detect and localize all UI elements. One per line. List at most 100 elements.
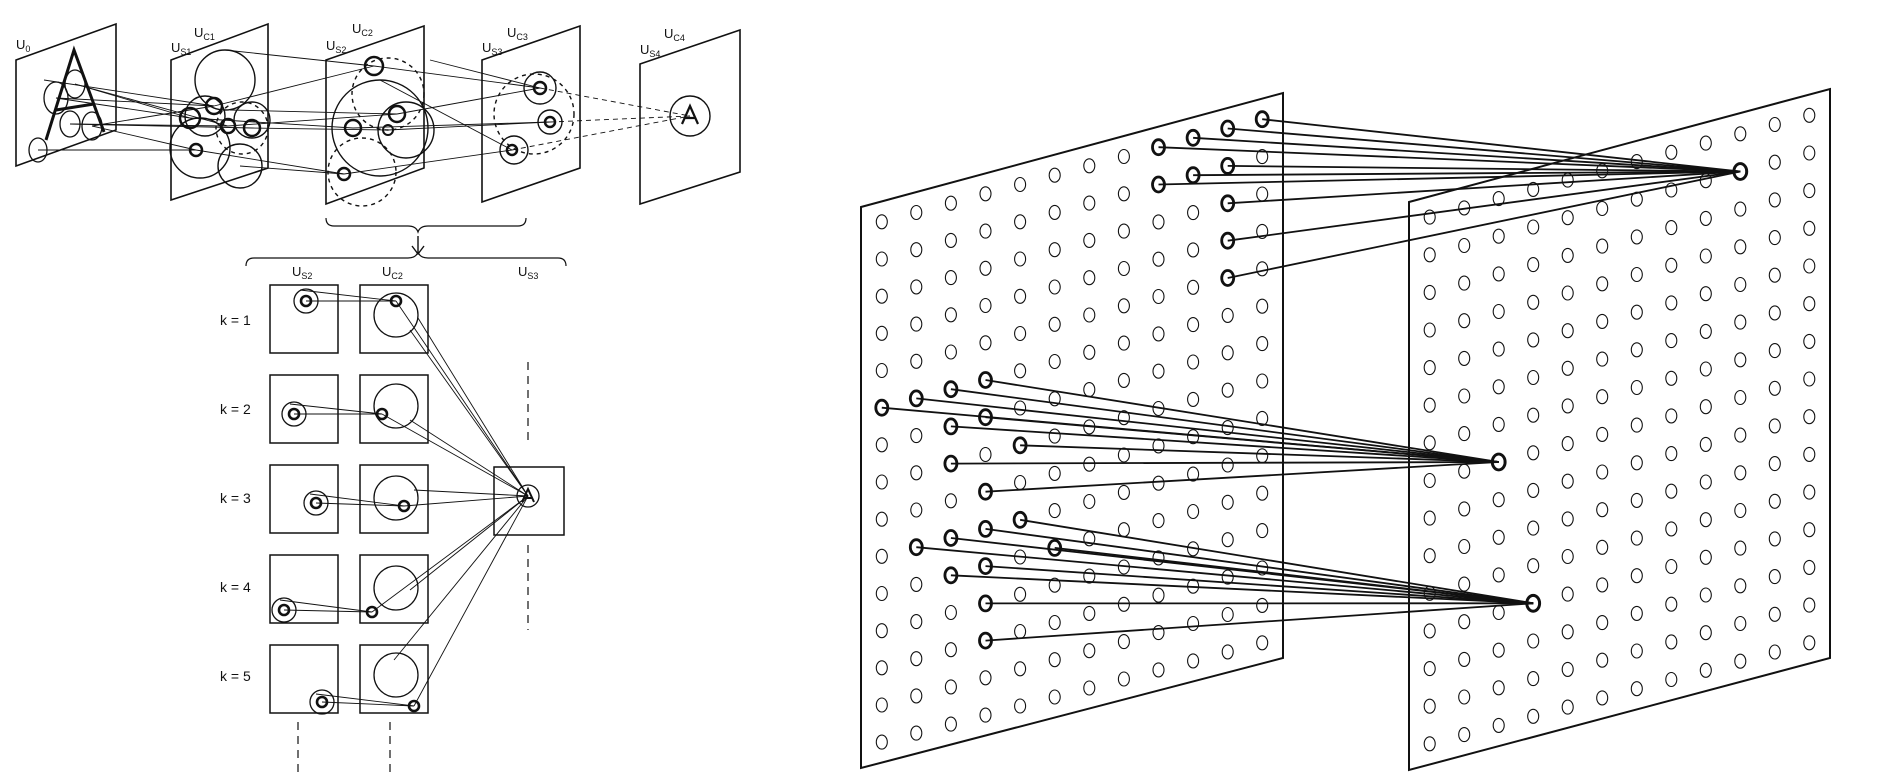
- left-plane-grid-cell: [944, 493, 957, 509]
- right-plane-grid-cell: [1768, 606, 1781, 622]
- label-detail-uc2: UC2: [382, 264, 403, 281]
- connection-line-group-1: [1262, 118, 1741, 173]
- right-plane-grid-cell: [1699, 587, 1712, 603]
- right-plane-grid-cell: [1561, 699, 1574, 715]
- right-plane-grid-cell: [1803, 333, 1816, 349]
- right-plane-grid-cell: [1561, 436, 1574, 452]
- right-plane-grid-cell: [1734, 540, 1747, 556]
- left-plane-grid-cell: [1083, 344, 1096, 360]
- left-plane-grid-cell: [1048, 689, 1061, 705]
- right-plane-grid-cell: [1768, 531, 1781, 547]
- left-plane-grid-cell: [910, 465, 923, 481]
- left-plane-grid-cell: [875, 474, 888, 490]
- right-plane-grid-cell: [1561, 210, 1574, 226]
- left-plane-grid-cell: [979, 260, 992, 276]
- left-plane-grid-cell: [944, 716, 957, 732]
- right-plane-grid-cell: [1768, 644, 1781, 660]
- left-plane-grid-cell: [1117, 447, 1130, 463]
- right-plane-grid-cell: [1803, 296, 1816, 312]
- connection-line-group-2: [916, 397, 1499, 463]
- connection-line-group-1: [1227, 170, 1741, 242]
- connection-line-group-1: [1227, 170, 1741, 279]
- left-plane-grid-cell: [1014, 474, 1027, 491]
- right-plane-grid-cell: [1596, 652, 1609, 668]
- right-plane-grid-cell: [1699, 135, 1712, 151]
- left-plane-grid-cell: [875, 585, 888, 602]
- label-uc2: UC2: [352, 21, 373, 38]
- left-plane-grid-cell: [875, 734, 888, 750]
- left-plane-grid-cell: [1256, 635, 1269, 651]
- left-plane-grid-cell: [1083, 232, 1096, 248]
- right-plane-grid-cell: [1734, 427, 1747, 443]
- left-plane-grid-cell: [910, 725, 923, 741]
- right-plane-grid-cell: [1665, 634, 1678, 650]
- left-plane-grid-cell: [1117, 522, 1130, 538]
- right-plane-grid-cell: [1630, 643, 1643, 659]
- right-plane-grid-cell: [1423, 736, 1436, 752]
- right-plane-grid-cell: [1492, 717, 1505, 733]
- right-plane-grid-cell: [1803, 183, 1816, 199]
- left-plane-grid-cell: [1256, 149, 1269, 165]
- right-plane-grid-cell: [1734, 314, 1747, 330]
- left-plane-grid-cell: [1048, 242, 1061, 258]
- right-plane-grid-cell: [1492, 303, 1505, 320]
- left-plane-grid-cell: [1048, 167, 1061, 183]
- left-plane-grid-cell: [944, 307, 957, 323]
- left-plane-grid-cell: [1083, 493, 1096, 510]
- left-plane-grid-cell: [1048, 353, 1061, 370]
- right-plane-grid-cell: [1423, 397, 1436, 413]
- left-plane-grid-cell: [910, 614, 923, 630]
- left-plane-grid-cell: [1152, 475, 1165, 491]
- left-plane-grid-cell: [1048, 652, 1061, 668]
- connection-line-group-3: [985, 602, 1534, 642]
- right-plane-grid-cell: [1699, 662, 1712, 678]
- right-plane-grid-cell: [1768, 380, 1781, 396]
- left-plane-grid-cell: [1014, 698, 1027, 714]
- right-plane-grid-cell: [1768, 493, 1781, 509]
- right-plane-grid-cell: [1527, 482, 1540, 498]
- layer-u0-panel: [15, 22, 117, 168]
- right-plane-grid-cell: [1734, 239, 1747, 255]
- left-plane-grid-cell: [944, 270, 957, 286]
- left-plane-grid-cell: [1152, 587, 1165, 603]
- right-plane-grid-cell: [1699, 248, 1712, 264]
- right-plane-grid-cell: [1458, 463, 1471, 479]
- right-plane-grid-cell: [1665, 408, 1678, 424]
- right-plane-grid-cell: [1768, 192, 1781, 208]
- right-plane-grid-cell: [1734, 352, 1747, 368]
- left-plane-grid-cell: [1117, 148, 1130, 165]
- right-plane-grid-cell: [1596, 351, 1609, 367]
- uc2-k3-square: [359, 464, 429, 534]
- left-plane-grid-cell: [979, 707, 992, 723]
- right-plane-grid-cell: [1768, 456, 1781, 472]
- connection-line-group-1: [1227, 170, 1741, 205]
- right-plane-grid-cell: [1630, 492, 1643, 508]
- right-plane-grid-cell: [1665, 446, 1678, 462]
- right-plane-grid-cell: [1665, 521, 1678, 537]
- layer-us2-panel: [325, 24, 425, 206]
- right-plane-grid-cell: [1423, 247, 1436, 263]
- right-plane-grid-cell: [1492, 642, 1505, 658]
- right-plane-grid-cell: [1699, 436, 1712, 452]
- right-plane-grid-cell: [1665, 370, 1678, 386]
- right-plane-grid-cell: [1734, 465, 1747, 481]
- right-plane-grid-cell: [1665, 333, 1678, 349]
- left-plane-grid-cell: [1256, 186, 1269, 202]
- left-plane-grid-cell: [1048, 428, 1061, 444]
- left-plane-grid-cell: [1117, 260, 1130, 277]
- left-plane-grid-cell: [1221, 606, 1234, 623]
- left-plane-grid-cell: [910, 204, 923, 221]
- left-plane-grid-cell: [1014, 176, 1027, 193]
- right-plane-grid-cell: [1492, 567, 1505, 583]
- left-plane-grid-cell: [875, 697, 888, 713]
- left-plane-grid-cell: [910, 242, 923, 258]
- right-plane-grid-cell: [1734, 653, 1747, 669]
- connection-line-group-3: [950, 574, 1534, 605]
- right-plane-grid-cell: [1492, 680, 1505, 696]
- right-plane-grid-cell: [1665, 182, 1678, 198]
- right-plane-grid-cell: [1492, 266, 1505, 282]
- right-plane-grid-cell: [1458, 576, 1471, 592]
- left-plane-grid-cell: [1152, 251, 1165, 267]
- left-plane-grid-cell: [1014, 400, 1027, 416]
